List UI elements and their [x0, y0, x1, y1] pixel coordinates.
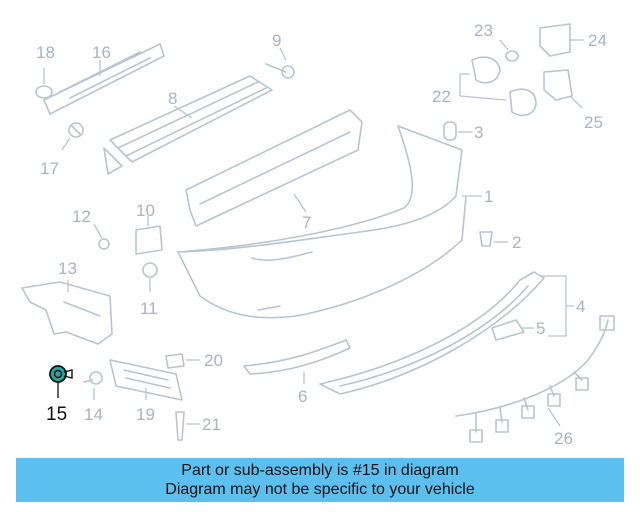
part-4-lower-trim: [319, 271, 545, 395]
callout-14: 14: [84, 405, 103, 424]
part-20-clip: [165, 353, 185, 369]
part-9-bolt: [265, 63, 295, 79]
callout-13: 13: [58, 259, 77, 278]
part-7-absorber: [185, 109, 363, 227]
part-5-reflector: [491, 319, 525, 341]
part-8-reinforcement: [103, 75, 273, 175]
part-22-sensors: [471, 56, 537, 117]
callout-20: 20: [204, 351, 223, 370]
part-14-bolt: [83, 371, 103, 385]
callout-1: 1: [484, 187, 493, 206]
part-13-bracket: [21, 281, 113, 345]
part-3-cap: [443, 121, 457, 141]
part-6-molding: [243, 339, 351, 375]
callout-16: 16: [92, 43, 111, 62]
part-23-grommet: [505, 50, 519, 62]
callout-5: 5: [536, 319, 545, 338]
callout-26: 26: [554, 429, 573, 448]
callout-2: 2: [512, 233, 521, 252]
callout-9: 9: [272, 31, 281, 50]
part-18-clip: [35, 85, 53, 99]
callout-22: 22: [432, 87, 451, 106]
callout-11: 11: [140, 299, 158, 318]
callout-7: 7: [302, 213, 311, 232]
part-15-fastener-highlighted: [49, 365, 73, 383]
part-26-wiring-harness: [455, 315, 615, 443]
part-21-screw: [175, 411, 185, 441]
callout-19: 19: [136, 405, 155, 424]
callout-17: 17: [40, 159, 59, 178]
callout-18: 18: [36, 43, 55, 62]
callout-25: 25: [584, 113, 603, 132]
callout-6: 6: [298, 387, 307, 406]
callout-15-highlighted: 15: [46, 404, 67, 425]
callout-24: 24: [588, 31, 607, 50]
callout-23: 23: [474, 21, 493, 40]
part-1-bumper-cover: [177, 125, 467, 319]
part-25-bracket: [543, 69, 573, 101]
part-10-bracket: [135, 225, 163, 255]
callout-10: 10: [136, 201, 155, 220]
part-12-clip: [98, 238, 110, 250]
banner-line-2: Diagram may not be specific to your vehi…: [165, 481, 475, 498]
part-19-panel: [109, 359, 183, 401]
callout-21: 21: [202, 415, 221, 434]
info-banner: Part or sub-assembly is #15 in diagram D…: [16, 458, 624, 502]
parts-diagram: 1 2 3 4 5 6 7 8 9 10 11 12 13 14 15 16 1…: [21, 21, 615, 448]
callout-4: 4: [576, 297, 585, 316]
callout-3: 3: [474, 123, 483, 142]
part-17-bolt: [68, 122, 84, 138]
callout-8: 8: [168, 89, 177, 108]
part-11-bolt: [142, 262, 158, 278]
part-2-screw: [479, 231, 493, 247]
part-24-bracket: [539, 23, 571, 57]
callout-12: 12: [72, 207, 91, 226]
banner-line-1: Part or sub-assembly is #15 in diagram: [181, 462, 459, 479]
